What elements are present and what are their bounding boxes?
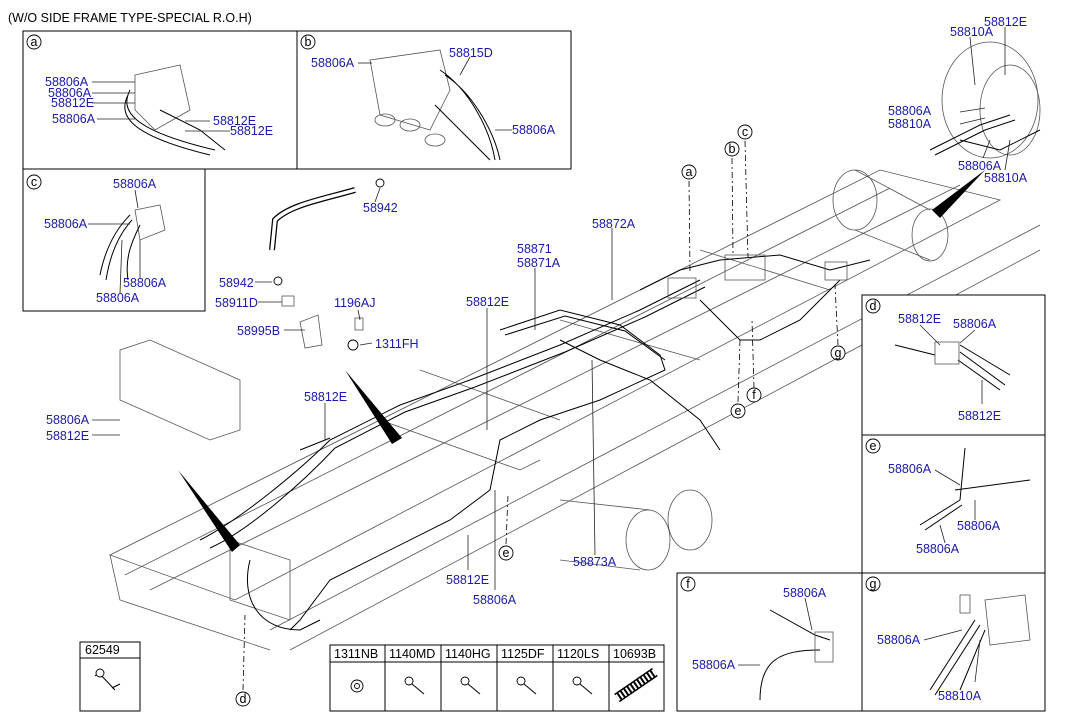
bolt-icon-1140HG [460,676,481,695]
label-tr-58810A-2: 58810A [888,117,932,131]
svg-text:58812E: 58812E [898,312,941,326]
main-labels: 58942 58942 58911D 58995B 1196AJ 1311FH … [46,201,636,607]
label-58812E-left2: 58812E [46,429,89,443]
svg-text:b: b [305,35,312,49]
callout-a [681,164,697,180]
svg-text:f: f [686,577,690,591]
svg-text:e: e [735,404,742,418]
callout-c [737,124,753,140]
label-58995B: 58995B [237,324,280,338]
svg-text:58806A: 58806A [96,291,140,305]
table-header-1140MD: 1140MD [389,647,435,661]
label-58871: 58871 [517,242,552,256]
label-58871A: 58871A [517,256,561,270]
part-62549-box: 62549 [79,641,141,712]
svg-text:58806A: 58806A [311,56,355,70]
callout-e-lower [498,545,514,561]
diagram-title: (W/O SIDE FRAME TYPE-SPECIAL R.O.H) [8,11,252,25]
svg-text:g: g [870,577,877,591]
table-header-10693B: 10693B [613,647,656,661]
label-tr-58810A-3: 58810A [984,171,1028,185]
detail-panel-e: e 58806A 58806A 58806A [861,434,1046,574]
svg-text:58806A: 58806A [877,633,921,647]
detail-panel-d: d 58812E 58806A 58812E [861,294,1046,436]
detail-panel-b: b 58806A 58815D 58806A [296,30,572,170]
label-58942-bottom: 58942 [219,276,254,290]
label-58812E-mid: 58812E [466,295,509,309]
label-58911D: 58911D [215,296,258,310]
label-58812E-low: 58812E [446,573,489,587]
svg-text:d: d [870,299,877,313]
label-tr-58810A-1: 58810A [950,25,994,39]
svg-text:58806A: 58806A [783,586,827,600]
svg-text:a: a [31,35,38,49]
svg-text:58806A: 58806A [692,658,736,672]
label-tr-58812E: 58812E [984,15,1027,29]
svg-text:f: f [752,388,756,402]
label-58812E-left: 58812E [304,390,347,404]
parts-table: 1311NB 1140MD 1140HG 1125DF 1120LS 10693… [329,644,665,712]
callout-d [235,691,251,707]
label-1196AJ: 1196AJ [334,296,375,310]
label-58873A: 58873A [573,555,617,569]
svg-text:58806A: 58806A [44,217,88,231]
callout-dash-lines [242,140,839,691]
label-58942-top: 58942 [363,201,398,215]
label-58806A-left: 58806A [46,413,90,427]
svg-text:58806A: 58806A [953,317,997,331]
svg-text:58806A: 58806A [48,86,92,100]
svg-text:c: c [31,175,37,189]
callout-e [730,403,746,419]
table-header-1140HG: 1140HG [445,647,491,661]
bolt-icon-1125DF [516,676,537,695]
svg-text:58812E: 58812E [51,96,94,110]
svg-text:58806A: 58806A [916,542,960,556]
svg-text:e: e [503,546,510,560]
svg-text:58806A: 58806A [52,112,96,126]
label-58872A: 58872A [592,217,636,231]
svg-text:g: g [835,346,842,360]
label-1311FH: 1311FH [375,337,419,351]
svg-text:e: e [870,439,877,453]
leader-lines [92,187,613,590]
svg-text:58812E: 58812E [213,114,256,128]
label-tr-58806A-2: 58806A [958,159,1002,173]
callout-markers: a b c e f g d e [235,124,846,707]
spring-hose-icon [614,667,658,703]
chassis-frame-drawing [108,169,1041,651]
svg-text:d: d [240,692,247,706]
svg-text:c: c [742,125,748,139]
callout-g [830,345,846,361]
part-62549-label: 62549 [85,643,120,657]
svg-text:58806A: 58806A [957,519,1001,533]
detail-panel-f: f 58806A 58806A [676,572,863,712]
table-header-1125DF: 1125DF [501,647,545,661]
svg-text:58812E: 58812E [958,409,1001,423]
callout-f [746,387,762,403]
svg-text:58806A: 58806A [113,177,157,191]
svg-text:58806A: 58806A [512,123,556,137]
svg-text:58806A: 58806A [123,276,167,290]
svg-text:58806A: 58806A [888,462,932,476]
bolt-icon-1140MD [404,676,425,695]
callout-b [724,141,740,157]
svg-text:58810A: 58810A [938,689,982,703]
detail-panel-g: g 58806A 58810A [861,572,1046,712]
detail-panel-c: c 58806A 58806A 58806A 58806A [22,168,206,312]
detail-panel-a: a 58806A 58806A 58812E 58806A 58812E 588… [22,30,298,170]
svg-text:a: a [686,165,693,179]
label-58806A-low: 58806A [473,593,517,607]
label-tr-58806A-1: 58806A [888,104,932,118]
hose-assembly-drawing [269,178,385,351]
svg-text:58812E: 58812E [230,124,273,138]
table-header-1311NB: 1311NB [334,647,378,661]
bolt-icon-1120LS [572,676,593,695]
rear-valve-cluster: 58812E 58810A 58806A 58810A 58806A 58810… [888,15,1041,185]
svg-text:58815D: 58815D [449,46,493,60]
svg-text:b: b [729,142,736,156]
svg-text:58806A: 58806A [45,75,89,89]
table-header-1120LS: 1120LS [557,647,599,661]
